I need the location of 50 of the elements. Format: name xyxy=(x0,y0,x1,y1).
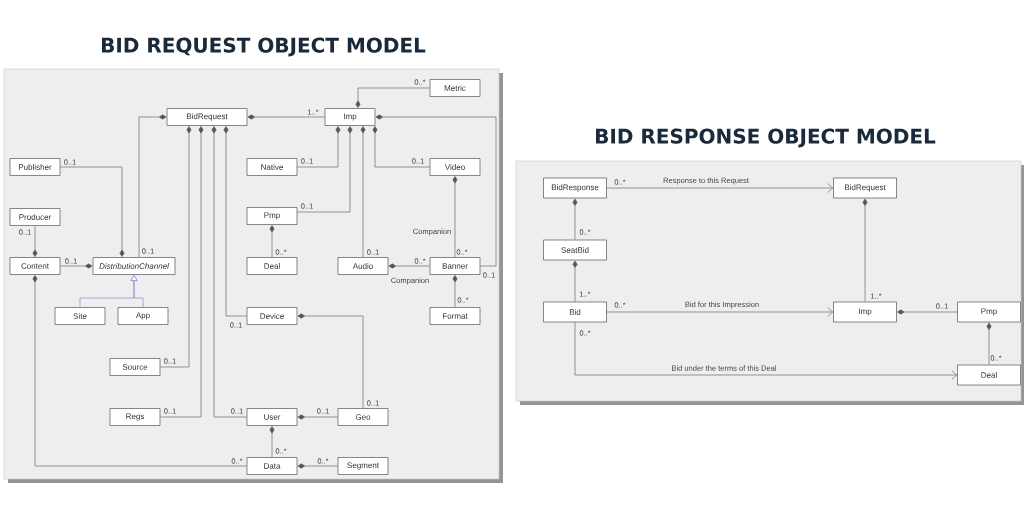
connector xyxy=(269,225,275,258)
connector xyxy=(223,126,247,317)
class-box: Video xyxy=(429,158,481,176)
connector xyxy=(375,114,497,267)
connector xyxy=(355,87,430,108)
connector xyxy=(32,275,247,467)
class-box: Audio xyxy=(337,257,389,275)
connector xyxy=(211,126,247,418)
class-box: User xyxy=(246,408,298,426)
class-box: App xyxy=(117,307,169,325)
connector xyxy=(372,126,430,168)
class-box: BidRequest xyxy=(166,108,248,126)
connector xyxy=(452,176,458,258)
connector xyxy=(297,463,338,469)
heading: BID REQUEST OBJECT MODEL xyxy=(101,37,426,57)
class-box: Imp xyxy=(324,108,376,126)
connector xyxy=(130,275,144,308)
connector xyxy=(360,126,366,258)
class-box: Content xyxy=(9,257,61,275)
class-box: Geo xyxy=(337,408,389,426)
connector xyxy=(160,126,192,368)
class-box: Format xyxy=(429,307,481,325)
connector xyxy=(138,114,167,258)
connector xyxy=(160,126,204,418)
class-box: Pmp xyxy=(246,207,298,225)
class-box: DistributionChannel xyxy=(92,257,176,275)
connector xyxy=(60,166,125,257)
connector xyxy=(247,114,325,120)
connector xyxy=(297,126,353,213)
class-box: Site xyxy=(54,307,106,325)
class-box: Source xyxy=(109,358,161,376)
class-box: Regs xyxy=(109,408,161,426)
connector xyxy=(297,414,338,420)
connector xyxy=(452,275,458,308)
connector xyxy=(388,263,430,269)
class-box: Metric xyxy=(429,79,481,97)
class-box: Device xyxy=(246,307,298,325)
class-box: Data xyxy=(246,457,298,475)
class-box: Deal xyxy=(246,257,298,275)
connector xyxy=(60,263,93,269)
class-box: Segment xyxy=(337,457,389,475)
class-box: Producer xyxy=(9,208,61,226)
connector xyxy=(32,225,38,257)
connector xyxy=(297,126,341,168)
heading: BID RESPONSE OBJECT MODEL xyxy=(596,128,936,148)
connector xyxy=(269,426,275,458)
connector xyxy=(297,313,364,409)
class-box: Banner xyxy=(429,257,481,275)
class-box: Publisher xyxy=(9,158,61,176)
class-box: Native xyxy=(246,158,298,176)
